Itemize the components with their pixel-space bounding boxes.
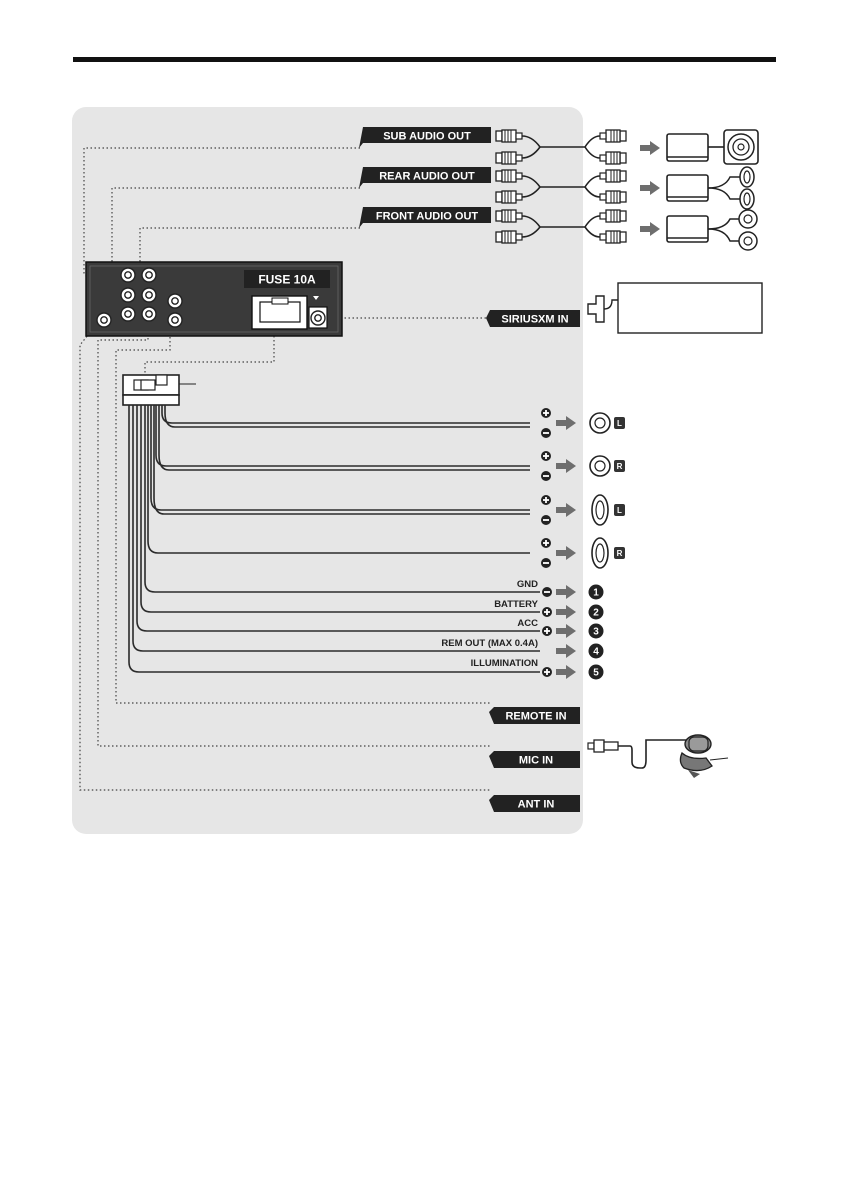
siriusxm-in-label: SIRIUSXM IN bbox=[501, 314, 568, 326]
rca-plug-icon bbox=[496, 210, 522, 222]
rca-plug-icon bbox=[496, 231, 522, 243]
fuse-label: FUSE 10A bbox=[258, 273, 316, 287]
side-badge-label: R bbox=[617, 462, 623, 471]
number-badge-label: 1 bbox=[593, 588, 599, 599]
rca-plug-icon bbox=[600, 231, 626, 243]
side-badge-label: L bbox=[617, 419, 622, 428]
rca-plug-icon bbox=[496, 191, 522, 203]
rear-audio-out-label: REAR AUDIO OUT bbox=[379, 171, 475, 183]
microphone-icon bbox=[588, 735, 728, 778]
sub-audio-out-label: SUB AUDIO OUT bbox=[383, 131, 471, 143]
speaker-front-right: R bbox=[590, 456, 625, 476]
number-badge-label: 5 bbox=[593, 668, 599, 679]
speaker-polarity bbox=[541, 408, 576, 568]
rca-plug-icon bbox=[600, 152, 626, 164]
rca-cables bbox=[496, 130, 626, 243]
head-unit-rear: FUSE 10A bbox=[86, 262, 342, 336]
siriusxm-tuner-box bbox=[618, 283, 762, 333]
rca-plug-icon bbox=[600, 191, 626, 203]
speaker-rear-left: L bbox=[592, 495, 625, 525]
rca-plug-icon bbox=[600, 130, 626, 142]
front-audio-out-label: FRONT AUDIO OUT bbox=[376, 211, 479, 223]
speaker-wires bbox=[148, 405, 530, 557]
rca-plug-icon bbox=[496, 152, 522, 164]
amplifier-group bbox=[640, 130, 758, 250]
speaker-rear-right: R bbox=[592, 538, 625, 568]
remote-in-tag: REMOTE IN bbox=[489, 707, 580, 724]
number-badge-label: 3 bbox=[593, 627, 599, 638]
subwoofer-icon bbox=[724, 130, 758, 164]
rca-plug-icon bbox=[496, 130, 522, 142]
rear-audio-out-tag: REAR AUDIO OUT bbox=[359, 167, 491, 188]
front-audio-out-tag: FRONT AUDIO OUT bbox=[359, 207, 491, 228]
wire-label-illumination: ILLUMINATION bbox=[471, 658, 539, 669]
side-badge-label: L bbox=[617, 506, 622, 515]
rca-plug-icon bbox=[600, 210, 626, 222]
harness-connector bbox=[123, 375, 196, 405]
wire-label-rem-out: REM OUT (MAX 0.4A) bbox=[441, 638, 538, 649]
ant-in-label: ANT IN bbox=[518, 799, 555, 811]
speaker-icon bbox=[739, 210, 757, 250]
speaker-icon bbox=[740, 167, 754, 209]
number-badge-label: 4 bbox=[593, 647, 599, 658]
speaker-front-left: L bbox=[590, 413, 625, 433]
power-wire-labels: GND BATTERY ACC REM OUT (MAX 0.4A) ILLUM… bbox=[441, 579, 603, 680]
sub-audio-out-tag: SUB AUDIO OUT bbox=[359, 127, 491, 148]
ant-in-tag: ANT IN bbox=[489, 795, 580, 812]
siriusxm-in-tag: SIRIUSXM IN bbox=[486, 310, 580, 327]
siriusxm-connector-icon bbox=[588, 283, 762, 333]
rca-plug-icon bbox=[600, 170, 626, 182]
wire-label-battery: BATTERY bbox=[494, 599, 538, 610]
side-badge-label: R bbox=[617, 549, 623, 558]
wire-label-acc: ACC bbox=[517, 618, 538, 629]
number-badge-label: 2 bbox=[593, 608, 599, 619]
mic-in-label: MIC IN bbox=[519, 755, 553, 767]
mic-in-tag: MIC IN bbox=[489, 751, 580, 768]
power-wires bbox=[129, 405, 540, 672]
wire-label-gnd: GND bbox=[517, 579, 538, 590]
rca-plug-icon bbox=[496, 170, 522, 182]
remote-in-label: REMOTE IN bbox=[505, 711, 566, 723]
